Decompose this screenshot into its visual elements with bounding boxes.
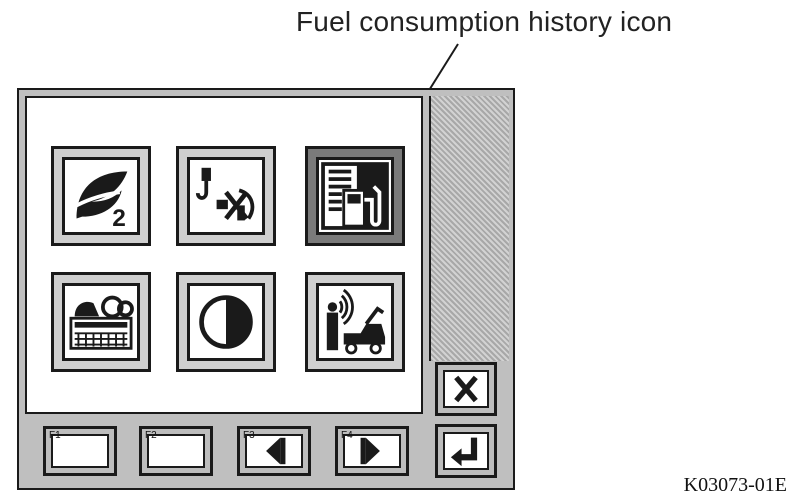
eco-mode-icon: 2: [75, 171, 128, 232]
f1-key-label: F1: [49, 430, 61, 441]
f2-key-label: F2: [145, 430, 157, 441]
enter-return-icon: [450, 437, 478, 467]
eco-mode-button[interactable]: 2: [51, 146, 151, 246]
arrow-right-icon: [360, 437, 380, 465]
f3-key[interactable]: F3: [237, 426, 311, 476]
telematics-icon: [326, 288, 386, 355]
close-icon: [454, 375, 478, 403]
fuel-consumption-history-button[interactable]: [305, 146, 405, 246]
attachment-settings-button[interactable]: [176, 146, 276, 246]
maintenance-button[interactable]: [51, 272, 151, 372]
f4-key[interactable]: F4: [335, 426, 409, 476]
f1-key[interactable]: F1: [43, 426, 117, 476]
figure-code: K03073-01E: [683, 474, 787, 496]
f4-key-label: F4: [341, 430, 353, 441]
f3-key-label: F3: [243, 430, 255, 441]
menu-screen: 2: [25, 96, 423, 414]
arrow-left-icon: [266, 437, 286, 465]
callout-label: Fuel consumption history icon: [296, 6, 673, 37]
close-button[interactable]: [435, 362, 497, 416]
f2-key[interactable]: F2: [139, 426, 213, 476]
side-panel: [429, 96, 509, 361]
maintenance-icon: [69, 295, 134, 350]
svg-text:2: 2: [112, 205, 126, 232]
screen-brightness-button[interactable]: [176, 272, 276, 372]
telematics-button[interactable]: [305, 272, 405, 372]
fuel-consumption-history-icon: [321, 162, 389, 230]
enter-button[interactable]: [435, 424, 497, 478]
screen-brightness-icon: [199, 295, 253, 349]
attachment-settings-icon: [195, 167, 255, 221]
monitor-frame: 2: [17, 88, 515, 490]
